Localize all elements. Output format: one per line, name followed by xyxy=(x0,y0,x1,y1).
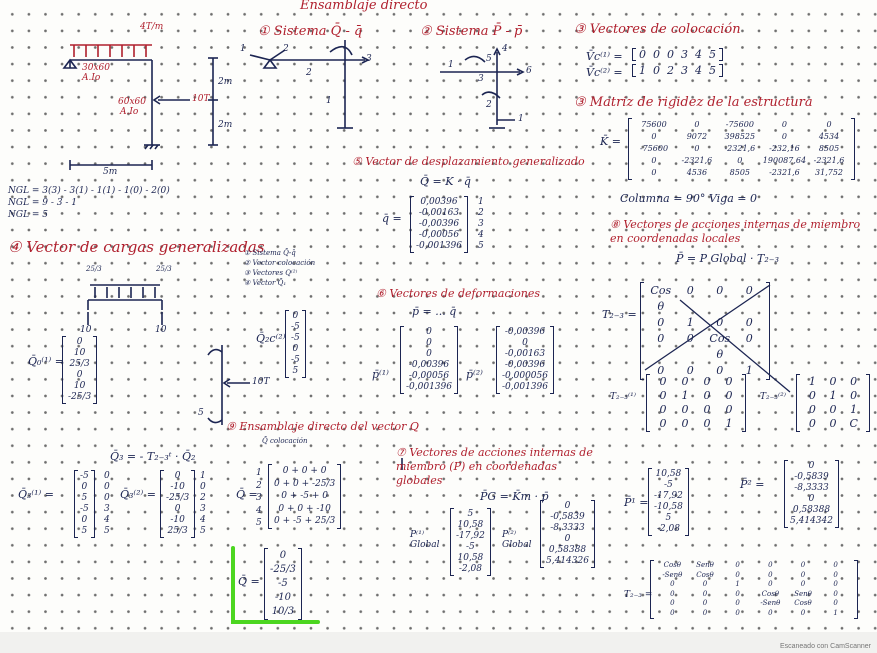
q1-label: Q̄₀⁽¹⁾ = xyxy=(28,355,64,368)
q-disp-label: q̄ = xyxy=(382,212,402,225)
s8-formula: P̄ = P Global · T₂₋₃ xyxy=(676,252,780,265)
dof-label: 5 xyxy=(486,54,492,64)
s3-heading: ③ Vectores de colocación xyxy=(574,22,741,37)
scanner-watermark: Escaneado con CamScanner xyxy=(779,643,871,650)
dof-label: 2 xyxy=(283,44,289,54)
s5-formula: Q̄ = K · q̄ xyxy=(420,175,471,188)
dim-h2: 2m xyxy=(218,120,233,130)
dof-label: 1 xyxy=(240,44,246,54)
highlight-mark xyxy=(231,546,320,624)
q3-formula: Q̄₃ = - T₂₋₃ᵗ · Q̄₂ xyxy=(110,450,196,463)
column-force-label: 10T xyxy=(252,377,270,387)
sketch-layer xyxy=(62,40,791,624)
q-result-label: Q̄ = xyxy=(238,575,260,588)
t1-label: T₂₋₃⁽¹⁾ xyxy=(610,392,636,402)
dof-label: 6 xyxy=(526,66,532,76)
s4-heading: ④ Vector de cargas generalizadas xyxy=(8,238,265,256)
reaction-right: 10 xyxy=(155,325,167,335)
dim-span: 5m xyxy=(103,167,118,177)
qe2-label: Q̄₂c⁽²⁾ xyxy=(256,332,286,345)
s1-heading: ① Sistema Q̄ - q̄ xyxy=(258,24,363,39)
t2-label: T₂₋₃⁽²⁾ xyxy=(760,392,786,402)
q32-label: Q̄₃⁽²⁾ = xyxy=(120,488,156,501)
p1-def-label: p̄⁽¹⁾ xyxy=(372,368,389,381)
s9-heading: ⑨ Ensamblaje directo del vector Q xyxy=(226,420,419,433)
s9-sub: Q̄ colocación xyxy=(262,437,308,445)
dim-h1: 2m xyxy=(218,77,233,87)
ngl-line-2: NGL = 9 - 3 - 1 xyxy=(8,198,78,208)
vc1-label: V̄c⁽¹⁾ = xyxy=(586,50,623,63)
t3-label: T₂₋₃ = xyxy=(624,590,653,600)
p1-global-label: P⁽¹⁾ Global xyxy=(410,530,440,550)
page-title: Ensamblaje directo xyxy=(300,0,428,13)
s5-heading: ⑤ Vector de desplazamiento generalizado xyxy=(352,155,585,168)
beam-steel-label: A.Io xyxy=(82,73,101,83)
s2-heading: ② Sistema P̄ - p̄ xyxy=(420,24,523,39)
member-label: 1 xyxy=(326,96,332,106)
pin-support-icon xyxy=(62,58,78,69)
q-assembly-label: Q̄ = xyxy=(236,488,258,501)
t-label: T₂₋₃ = xyxy=(602,308,637,321)
member-label: 2 xyxy=(306,68,312,78)
dof-label: 3 xyxy=(478,74,484,84)
beam-section-label: 30x60 xyxy=(82,63,110,73)
column-dim-label: 5 xyxy=(198,408,204,418)
column-section-label: 60x60 xyxy=(118,97,146,107)
moment-left: 25/3 xyxy=(86,265,102,273)
p2-global-label: P⁽²⁾ Global xyxy=(502,530,532,550)
reaction-left: 10 xyxy=(80,325,92,335)
dof-label: 1 xyxy=(448,60,454,70)
k-label: K̄ = xyxy=(600,135,621,148)
vc2-label: V̄c⁽²⁾ = xyxy=(586,66,623,79)
dof-label: 1 xyxy=(518,114,524,124)
s6-formula: p̄ = ... q̄ xyxy=(412,305,457,318)
s7-heading: ⑦ Vectores de acciones internas de miemb… xyxy=(396,446,593,487)
s8-heading: ⑧ Vectores de acciones internas de miemb… xyxy=(610,218,861,245)
moment-right: 25/3 xyxy=(156,265,172,273)
force-label: 10T xyxy=(192,94,210,104)
q-disp-vector: 0,00396-0,00163-0,00396-0,00056-0,001396 xyxy=(410,196,468,253)
dof-label: 3 xyxy=(366,54,372,64)
s3b-heading: ③ Matriz de rigidez de la estructura xyxy=(574,95,813,110)
angle-note: Columna = 90° Viga = 0 xyxy=(620,192,757,205)
ngl-line-1: NGL = 3(3) - 3(1) - 1(1) - 1(0) - 2(0) xyxy=(8,186,170,196)
dof-label: 2 xyxy=(486,100,492,110)
dof-label: 4 xyxy=(502,44,508,54)
s6-heading: ⑥ Vectores de deformaciones xyxy=(376,287,540,300)
ngl-line-3: NGL = 5 xyxy=(8,210,49,220)
column-steel-label: A.Io xyxy=(120,107,139,117)
notebook-page: Ensamblaje directo 4T/m 30x60 A.Io 60x60… xyxy=(0,0,877,632)
p2-local-label: P̄² = xyxy=(740,478,765,491)
p-local-label: P̄¹ = xyxy=(624,496,649,509)
q3-label: Q̄₃⁽¹⁾ = xyxy=(18,488,54,501)
p2-def-label: p̄⁽²⁾ xyxy=(466,368,483,381)
s7-formula: P̄G = K̄m · p̄ xyxy=(480,490,549,503)
load-label: 4T/m xyxy=(140,22,164,32)
